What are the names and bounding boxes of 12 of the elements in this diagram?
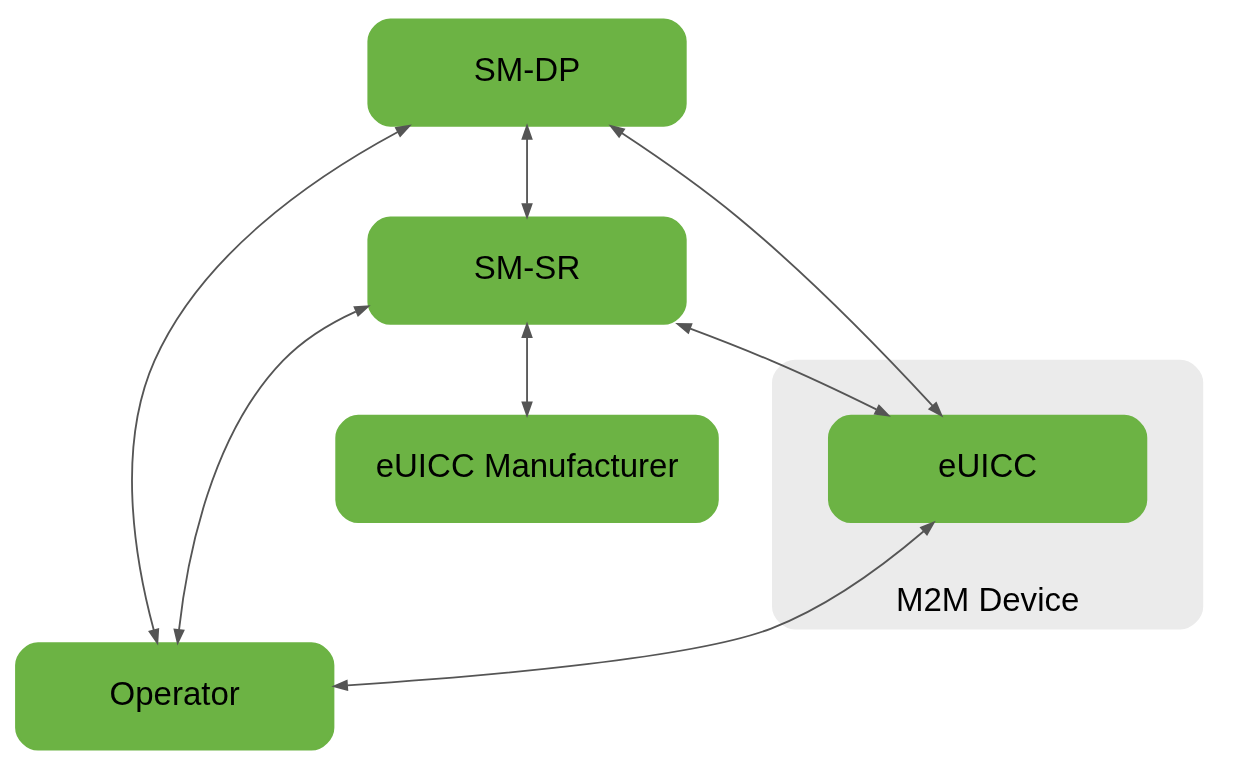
arrow	[608, 124, 944, 418]
node-box: Operator	[15, 642, 335, 751]
arrow	[521, 321, 533, 418]
node-box: eUICC	[828, 414, 1148, 524]
arrow	[521, 123, 533, 220]
node-box: eUICC Manufacturer	[335, 414, 719, 524]
arrow	[675, 323, 891, 417]
node-box: SM-SR	[367, 216, 687, 325]
node-box: SM-DP	[367, 18, 687, 127]
arrow	[331, 520, 936, 692]
arrow	[131, 124, 412, 646]
arrow	[173, 305, 371, 646]
